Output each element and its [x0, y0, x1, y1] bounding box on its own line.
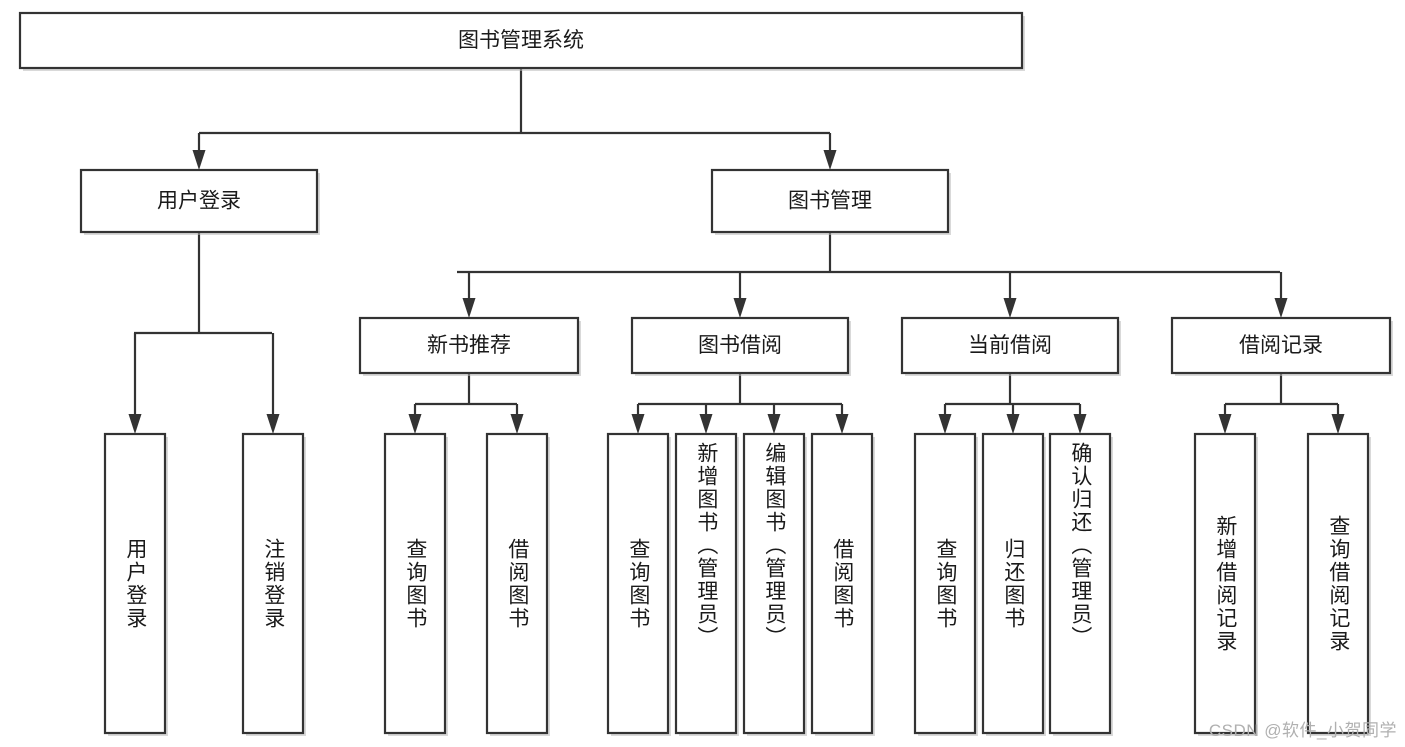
- node-label-root: 图书管理系统: [458, 29, 584, 52]
- arrow-head-icon: [192, 150, 206, 170]
- node-label-current-borrow: 当前借阅: [968, 334, 1052, 357]
- node-box-leaf-cb-return[interactable]: [981, 432, 1045, 735]
- node-label-user-login: 用户登录: [157, 190, 241, 213]
- csdn-watermark: CSDN @软件_小贺同学: [1208, 721, 1397, 740]
- node-box-leaf-bb-query[interactable]: [606, 432, 670, 735]
- arrow-head-icon: [1073, 414, 1087, 434]
- arrow-head-icon: [733, 298, 747, 318]
- node-box-current-borrow[interactable]: [900, 316, 1120, 375]
- node-label-book-manage: 图书管理: [788, 190, 872, 213]
- edges-layer: [128, 68, 1345, 434]
- arrow-head-icon: [699, 414, 713, 434]
- node-label-book-borrow: 图书借阅: [698, 334, 782, 357]
- arrow-head-icon: [1218, 414, 1232, 434]
- node-box-leaf-bb-edit[interactable]: [742, 432, 806, 735]
- arrow-head-icon: [128, 414, 142, 434]
- node-box-leaf-rec-query[interactable]: [383, 432, 447, 735]
- node-box-leaf-user-login[interactable]: [103, 432, 167, 735]
- node-box-leaf-bb-add[interactable]: [674, 432, 738, 735]
- node-box-leaf-cb-query[interactable]: [913, 432, 977, 735]
- node-box-leaf-rec-borrow[interactable]: [485, 432, 549, 735]
- arrow-head-icon: [938, 414, 952, 434]
- arrow-head-icon: [835, 414, 849, 434]
- node-box-leaf-bb-borrow[interactable]: [810, 432, 874, 735]
- arrow-head-icon: [1274, 298, 1288, 318]
- arrow-head-icon: [1331, 414, 1345, 434]
- arrow-head-icon: [631, 414, 645, 434]
- node-box-user-login[interactable]: [79, 168, 319, 234]
- arrow-head-icon: [823, 150, 837, 170]
- node-box-leaf-cb-confirm[interactable]: [1048, 432, 1112, 735]
- boxes-layer: [18, 11, 1393, 736]
- node-box-book-borrow[interactable]: [630, 316, 850, 375]
- arrow-head-icon: [1003, 298, 1017, 318]
- arrow-head-icon: [266, 414, 280, 434]
- node-box-borrow-record[interactable]: [1170, 316, 1392, 375]
- node-box-book-manage[interactable]: [710, 168, 950, 234]
- node-box-leaf-br-query[interactable]: [1306, 432, 1370, 735]
- arrow-head-icon: [408, 414, 422, 434]
- arrow-head-icon: [462, 298, 476, 318]
- node-box-root[interactable]: [18, 11, 1024, 70]
- node-box-leaf-user-logout[interactable]: [241, 432, 305, 735]
- arrow-head-icon: [1006, 414, 1020, 434]
- arrow-head-icon: [510, 414, 524, 434]
- node-box-new-book-rec[interactable]: [358, 316, 580, 375]
- node-label-borrow-record: 借阅记录: [1239, 334, 1323, 357]
- node-label-new-book-rec: 新书推荐: [427, 334, 511, 357]
- arrow-head-icon: [767, 414, 781, 434]
- node-box-leaf-br-add[interactable]: [1193, 432, 1257, 735]
